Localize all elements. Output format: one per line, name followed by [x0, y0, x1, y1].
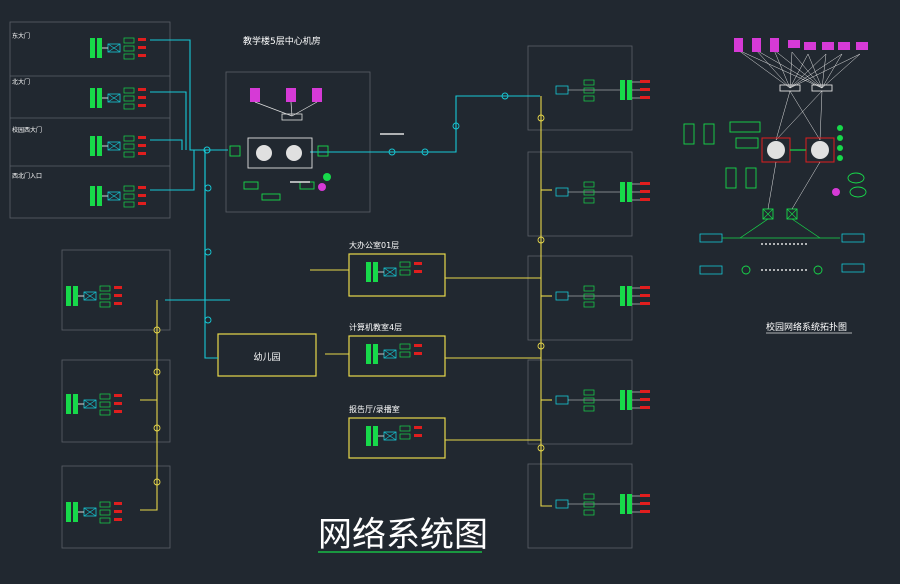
report-hall-box	[348, 417, 446, 459]
office-room-label: 大办公室01层	[349, 240, 399, 250]
patch-panel	[97, 88, 102, 108]
patch-panel	[90, 88, 95, 108]
trunk-nodes-yellow	[153, 114, 545, 486]
core-switch-icon	[256, 145, 272, 161]
patch-panel	[373, 426, 378, 446]
gate-label-2: 北大门	[12, 78, 30, 86]
switch-cluster	[366, 261, 422, 282]
camera-icon	[318, 183, 326, 191]
patch-panel	[97, 186, 102, 206]
switch-cluster	[555, 389, 650, 412]
gate-label-3: 校园西大门	[12, 126, 42, 134]
switch-cluster	[366, 343, 422, 364]
switch-cluster	[90, 135, 146, 158]
patch-panel	[97, 136, 102, 156]
kindergarten-box	[217, 333, 317, 377]
campus-topology	[683, 38, 868, 275]
server-icon	[838, 42, 850, 50]
switch-cluster	[90, 185, 146, 208]
switch-cluster	[555, 285, 650, 308]
core-switch-icon	[811, 141, 829, 159]
drawing-title: 网络系统图	[318, 515, 488, 555]
switch-cluster	[90, 87, 146, 110]
server-icon	[734, 38, 743, 52]
patch-panel	[73, 286, 78, 306]
patch-panel	[373, 262, 378, 282]
server-icon	[752, 38, 761, 52]
floor-frame-1	[61, 249, 171, 331]
center-room-equipment	[229, 88, 404, 201]
center-room-frame	[225, 71, 371, 213]
computer-room-box	[348, 335, 446, 377]
firewall-icon	[779, 84, 801, 92]
switch-cluster	[66, 393, 122, 416]
patch-panel	[366, 344, 371, 364]
server-icon	[822, 42, 834, 50]
server-icon	[804, 42, 816, 50]
gate-label-4: 西北门入口	[12, 172, 42, 180]
patch-panel	[66, 286, 71, 306]
switch-cluster	[90, 37, 146, 60]
patch-panel	[90, 186, 95, 206]
switch-cluster	[66, 501, 122, 524]
office-room-box	[348, 253, 446, 297]
server-icon	[788, 40, 800, 48]
patch-panel	[66, 394, 71, 414]
server-icon	[856, 42, 868, 50]
patch-panel	[97, 38, 102, 58]
switch-cluster	[66, 285, 122, 308]
patch-panel	[73, 502, 78, 522]
server-icon	[250, 88, 260, 102]
kindergarten-label: 幼儿园	[253, 351, 280, 363]
right-frame-2	[527, 151, 633, 237]
switch-icon	[555, 291, 569, 301]
right-frame-4	[527, 359, 633, 445]
trunk-nodes	[204, 92, 509, 324]
switch-icon	[555, 85, 569, 95]
firewall-icon	[811, 84, 833, 92]
floor-frame-2	[61, 359, 171, 443]
copper-trunks	[140, 96, 552, 511]
computer-room-label: 计算机教室4层	[349, 322, 402, 332]
switch-cluster	[555, 181, 650, 204]
gate-panel-frame	[9, 21, 171, 219]
fiber-trunks	[150, 39, 540, 359]
switch-icon	[555, 395, 569, 405]
firewall-icon	[281, 113, 303, 121]
patch-panel	[373, 344, 378, 364]
core-switch-rack	[247, 137, 313, 169]
core-switch-icon	[286, 145, 302, 161]
patch-panel	[90, 136, 95, 156]
floor-frame-3	[61, 465, 171, 549]
switch-cluster	[366, 425, 422, 446]
server-icon	[770, 38, 779, 52]
right-frame-3	[527, 255, 633, 341]
switch-cluster	[555, 79, 650, 102]
server-icon	[286, 88, 296, 102]
equipment-clusters	[66, 37, 650, 524]
core-switch-icon	[767, 141, 785, 159]
center-room-title: 教学楼5层中心机房	[243, 35, 321, 47]
patch-panel	[73, 394, 78, 414]
topology-caption: 校园网络系统拓扑图	[766, 321, 847, 333]
switch-icon	[555, 187, 569, 197]
switch-icon	[555, 499, 569, 509]
camera-icon	[323, 173, 331, 181]
patch-panel	[66, 502, 71, 522]
patch-panel	[366, 426, 371, 446]
patch-panel	[366, 262, 371, 282]
gate-label-1: 东大门	[12, 32, 30, 40]
server-icon	[312, 88, 322, 102]
patch-panel	[90, 38, 95, 58]
switch-cluster	[555, 493, 650, 516]
report-hall-label: 报告厅/录播室	[349, 404, 400, 414]
room-boxes	[217, 253, 446, 459]
